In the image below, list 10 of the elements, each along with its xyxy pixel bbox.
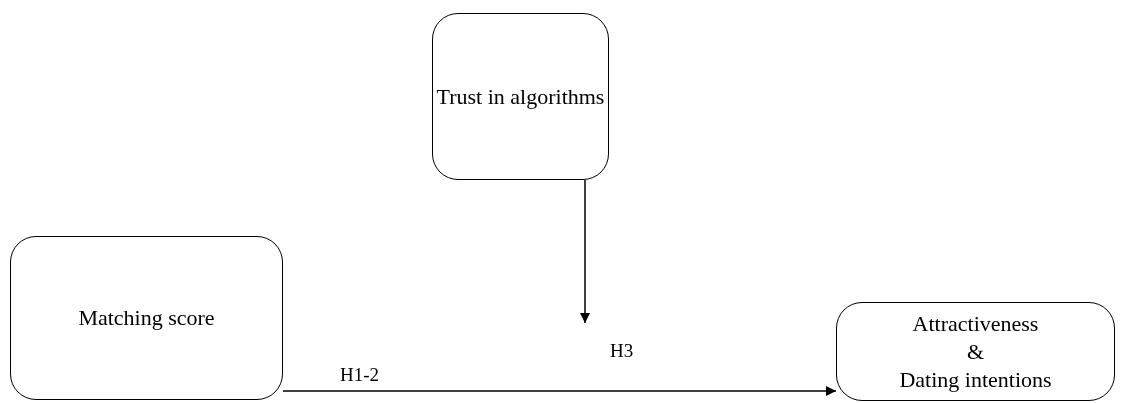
outcome-box <box>836 302 1115 401</box>
arrow <box>580 179 590 324</box>
node-label: Trust in algorithms <box>436 82 605 111</box>
moderator-box <box>432 13 609 180</box>
predictor-box <box>10 236 283 400</box>
arrow <box>282 386 837 396</box>
node-label: Matching score <box>78 304 215 332</box>
node-label: & <box>966 337 985 366</box>
node-label: Dating intentions <box>899 365 1052 394</box>
node-label: Attractiveness <box>912 309 1039 338</box>
